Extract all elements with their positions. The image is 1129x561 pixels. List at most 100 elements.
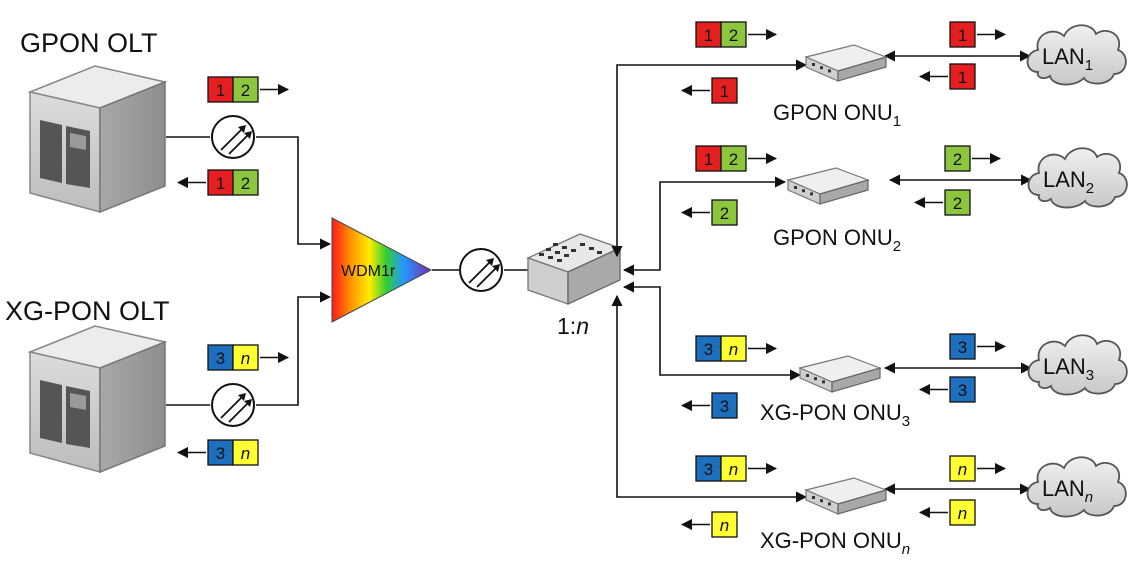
- packet-id: 1: [216, 174, 225, 193]
- feeder-circulator-icon: [459, 248, 503, 292]
- packet-box: [949, 333, 976, 360]
- packet-id: 2: [729, 150, 738, 169]
- onu-router-icon: [798, 355, 882, 393]
- packet-id: n: [958, 504, 967, 523]
- packet-id: 3: [216, 349, 225, 368]
- packet-group-onu3-lan-down: 3: [949, 333, 1007, 360]
- packet-box: [720, 335, 747, 362]
- lan-cloud-icon: [1027, 334, 1128, 396]
- lan-cloud-icon: [1026, 456, 1127, 518]
- lan-label: LAN1: [1042, 44, 1093, 74]
- lan-cloud-icon: [1027, 147, 1128, 209]
- packet-id: 2: [953, 150, 962, 169]
- packet-id: 2: [241, 81, 250, 100]
- packet-id: 3: [704, 340, 713, 359]
- packet-id: 3: [958, 381, 967, 400]
- packet-box: [711, 77, 738, 104]
- packet-box: [711, 511, 738, 538]
- packet-group-onun-lan-up: n: [918, 499, 976, 526]
- packet-box: [711, 392, 738, 419]
- packet-box: [720, 455, 747, 482]
- packet-box: [720, 21, 747, 48]
- onu-router-icon: [786, 167, 870, 205]
- packet-id: n: [241, 444, 250, 463]
- gpon-circulator-icon: [211, 115, 255, 159]
- packet-id: n: [729, 460, 738, 479]
- onu-router-icon: [804, 44, 888, 82]
- packet-id: 1: [958, 26, 967, 45]
- packet-group-onu2-lan-up: 2: [913, 189, 971, 216]
- xgpon-olt-server-icon: [27, 325, 168, 474]
- lan-cloud-icon: [1026, 24, 1127, 86]
- xgpon-circulator-icon: [211, 383, 255, 427]
- packet-id: n: [720, 516, 729, 535]
- packet-box: [949, 455, 976, 482]
- lan-links: [883, 50, 1033, 495]
- packet-id: n: [241, 349, 250, 368]
- packet-box: [949, 376, 976, 403]
- gpon-olt-server-icon: [27, 65, 168, 214]
- gpon-olt-label: GPON OLT: [20, 28, 158, 58]
- packet-id: 3: [958, 338, 967, 357]
- onu-label: XG-PON ONUn: [760, 528, 910, 558]
- packet-box: [944, 145, 971, 172]
- packet-id: 1: [704, 150, 713, 169]
- packet-box: [949, 63, 976, 90]
- lan-label: LAN3: [1043, 354, 1094, 384]
- olt-fiber-links: [166, 136, 528, 406]
- distribution-fiber-links: [611, 59, 808, 503]
- packet-box: [695, 145, 722, 172]
- packet-group-onu2-lan-down: 2: [944, 145, 1002, 172]
- onu-router-icon: [804, 477, 888, 515]
- packet-id: 1: [704, 26, 713, 45]
- packet-box: [711, 199, 738, 226]
- packet-box: [944, 189, 971, 216]
- packet-id: n: [729, 340, 738, 359]
- packet-box: [207, 76, 234, 103]
- packet-box: [695, 335, 722, 362]
- wdm-coexistence-element: WDM1r: [331, 217, 433, 323]
- packet-id: 2: [241, 174, 250, 193]
- lan-label: LANn: [1042, 476, 1093, 506]
- packet-id: 3: [720, 397, 729, 416]
- packet-box: [232, 76, 259, 103]
- packet-box: [949, 499, 976, 526]
- packet-group-onu3-up: 3: [680, 392, 738, 419]
- packet-group-onu1-lan-down: 1: [949, 21, 1007, 48]
- packet-box: [720, 145, 747, 172]
- xgpon-olt-label: XG-PON OLT: [5, 296, 170, 326]
- packet-box: [232, 344, 259, 371]
- onu-label: GPON ONU1: [773, 100, 901, 130]
- packet-id: 3: [704, 460, 713, 479]
- onu-label: XG-PON ONU3: [760, 400, 910, 430]
- packet-box: [232, 439, 259, 466]
- packet-group-onu3-lan-up: 3: [918, 376, 976, 403]
- splitter-icon: [526, 233, 622, 306]
- packet-id: 2: [720, 204, 729, 223]
- packet-group-onu1-up: 1: [680, 77, 738, 104]
- packet-box: [232, 169, 259, 196]
- packet-group-onu1-lan-up: 1: [918, 63, 976, 90]
- packet-box: [207, 439, 234, 466]
- packet-group-onu2-up: 2: [680, 199, 738, 226]
- packet-id: 1: [958, 68, 967, 87]
- onu-label: GPON ONU2: [773, 225, 901, 255]
- packet-id: 1: [720, 82, 729, 101]
- splitter-ratio-label: 1:n: [557, 313, 589, 339]
- packet-id: 2: [953, 194, 962, 213]
- packet-box: [207, 169, 234, 196]
- packet-id: n: [958, 460, 967, 479]
- wdm-label: WDM1r: [341, 263, 396, 280]
- packet-group-onun-lan-down: n: [949, 455, 1007, 482]
